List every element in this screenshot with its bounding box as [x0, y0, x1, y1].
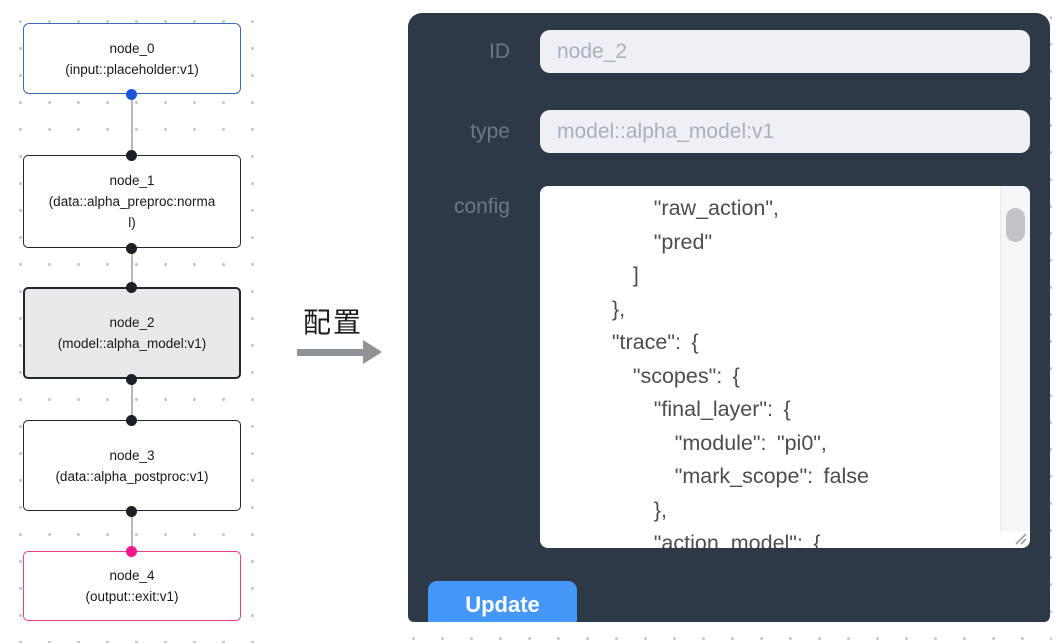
- config-editor[interactable]: "raw_action", "pred" ] }, "trace": { "sc…: [540, 186, 1030, 548]
- node-1-target-handle[interactable]: [126, 150, 137, 161]
- node-4-target-handle[interactable]: [126, 546, 137, 557]
- id-input[interactable]: node_2: [540, 30, 1030, 73]
- editor-scrollbar[interactable]: [1000, 186, 1030, 531]
- node-title: node_4: [109, 568, 155, 583]
- type-input[interactable]: model::alpha_model:v1: [540, 110, 1030, 153]
- node-2-source-handle[interactable]: [126, 374, 137, 385]
- node-subtitle: (output::exit:v1): [85, 589, 179, 604]
- id-field-label: ID: [489, 40, 510, 63]
- node-0-source-handle[interactable]: [126, 89, 137, 100]
- editor-scrollbar-thumb[interactable]: [1006, 208, 1025, 242]
- node-0[interactable]: node_0 (input::placeholder:v1): [23, 23, 241, 94]
- node-1-source-handle[interactable]: [126, 243, 137, 254]
- edge-node3-node4: [131, 511, 133, 551]
- resize-handle-icon[interactable]: [1011, 529, 1027, 545]
- config-json-text[interactable]: "raw_action", "pred" ] }, "trace": { "sc…: [570, 196, 869, 548]
- node-3-source-handle[interactable]: [126, 506, 137, 517]
- node-3-target-handle[interactable]: [126, 415, 137, 426]
- node-subtitle: (data::alpha_preproc:normal): [48, 194, 216, 230]
- node-config-panel: ID node_2 type model::alpha_model:v1 con…: [408, 13, 1050, 622]
- node-title: node_1: [109, 173, 155, 188]
- pipeline-graph: node_0 (input::placeholder:v1) node_1 (d…: [0, 0, 272, 643]
- node-title: node_2: [109, 315, 155, 330]
- edge-node2-node3: [131, 379, 133, 420]
- edge-node0-node1: [131, 94, 133, 155]
- node-subtitle: (data::alpha_postproc:v1): [55, 468, 209, 484]
- node-subtitle: (input::placeholder:v1): [65, 61, 199, 77]
- node-1[interactable]: node_1 (data::alpha_preproc:normal): [23, 155, 241, 248]
- node-title: node_3: [109, 447, 155, 463]
- config-field-label: config: [453, 195, 510, 218]
- configure-annotation-label: 配置: [302, 307, 363, 338]
- node-title: node_0: [109, 40, 155, 56]
- node-2[interactable]: node_2 (model::alpha_model:v1): [23, 287, 241, 379]
- node-2-target-handle[interactable]: [126, 282, 137, 293]
- update-button[interactable]: Update: [428, 581, 577, 622]
- right-arrow-icon: [297, 340, 385, 364]
- node-4[interactable]: node_4 (output::exit:v1): [23, 551, 241, 621]
- edge-node1-node2: [131, 248, 133, 287]
- node-subtitle: (model::alpha_model:v1): [57, 336, 207, 351]
- type-field-label: type: [470, 120, 510, 143]
- node-3[interactable]: node_3 (data::alpha_postproc:v1): [23, 420, 241, 511]
